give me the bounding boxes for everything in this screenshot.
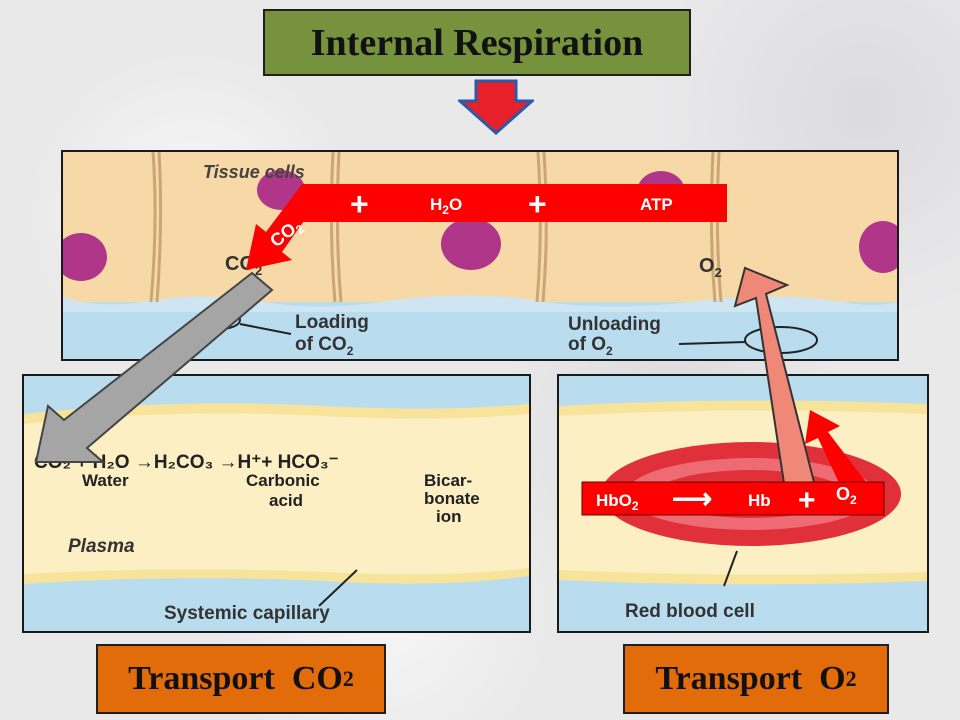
nucleus [637,171,685,213]
loading-label-sub: 2 [347,344,354,358]
nucleus [441,218,501,270]
tissue-cells-label: Tissue cells [203,162,305,182]
bicarbonate-label-1: Bicar- [424,471,472,490]
bicarbonate-label-3: ion [436,507,462,526]
bicarbonate-label-2: bonate [424,489,480,508]
svg-text:of CO2: of CO2 [295,334,354,358]
loading-label-line1: Loading [295,312,369,333]
o2-cell-sub: 2 [715,265,722,280]
systemic-capillary-label: Systemic capillary [164,603,330,624]
unloading-label-line1: Unloading [568,314,661,335]
unloading-label-line2: of O [568,334,606,355]
tissue-panel: Tissue cells CO2 O2 Loading of CO2 Unloa… [61,150,899,361]
equation-text: CO₂ + H₂O →H₂CO₃ →H⁺+ HCO₃⁻ [34,452,339,473]
plasma-label: Plasma [68,536,135,557]
title-banner: Internal Respiration [263,9,691,76]
unloading-label-sub: 2 [606,344,613,358]
svg-text:O2: O2 [699,255,722,280]
carbonic-label-1: Carbonic [246,471,320,490]
co2-cell-label: CO [225,253,255,275]
transport-o2-label: Transport O [655,660,846,697]
rbc-panel: Red blood cell [557,374,929,633]
red-blood-cell-label: Red blood cell [625,601,755,622]
water-label: Water [82,471,129,490]
page-title: Internal Respiration [310,21,644,64]
transport-o2-sub: 2 [845,666,857,691]
svg-text:of O2: of O2 [568,334,613,358]
o2-cell-label: O [699,255,715,277]
nucleus [859,221,897,273]
co2-cell-sub: 2 [255,263,262,278]
plasma-panel: CO₂ + H₂O →H₂CO₃ →H⁺+ HCO₃⁻ Water Carbon… [22,374,531,633]
transport-co2-label: Transport CO [128,660,343,697]
down-arrow-icon [458,79,534,135]
nucleus [63,233,107,281]
loading-label-line2: of CO [295,334,347,355]
carbonic-label-2: acid [269,491,303,510]
transport-co2-sub: 2 [342,666,354,691]
